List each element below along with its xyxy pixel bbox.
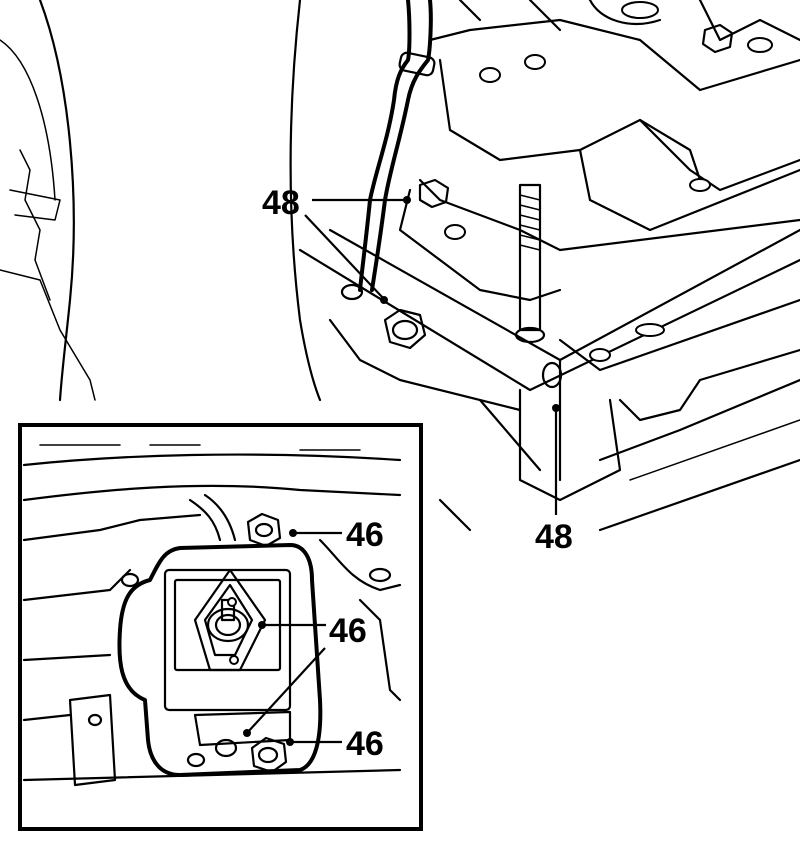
wheel-arch <box>0 0 322 402</box>
leader-line <box>304 214 384 299</box>
callout-label: 48 <box>262 184 300 222</box>
callout-label: 46 <box>346 725 384 763</box>
callout-46-middle: 46 <box>243 612 367 737</box>
inset-view: 46 46 46 <box>18 423 423 831</box>
leader-dot <box>243 729 251 737</box>
leader-dot <box>286 738 294 746</box>
callout-46-bottom: 46 <box>286 725 384 763</box>
main-view: 48 48 <box>0 0 800 556</box>
leader-dot <box>552 404 560 412</box>
callout-48-upper: 48 <box>262 184 411 304</box>
subframe <box>298 0 800 532</box>
callout-48-lower: 48 <box>535 404 573 556</box>
callout-label: 48 <box>535 518 573 556</box>
callout-46-top: 46 <box>289 516 384 554</box>
callout-label: 46 <box>346 516 384 554</box>
leader-dot <box>380 296 388 304</box>
leader-dot <box>289 529 297 537</box>
callout-label: 46 <box>329 612 367 650</box>
hose <box>358 0 436 292</box>
bolts-main <box>340 23 734 389</box>
leader-dot <box>258 621 266 629</box>
inset-bolts <box>68 512 392 787</box>
leader-dot <box>403 196 411 204</box>
leader-line <box>246 647 326 734</box>
